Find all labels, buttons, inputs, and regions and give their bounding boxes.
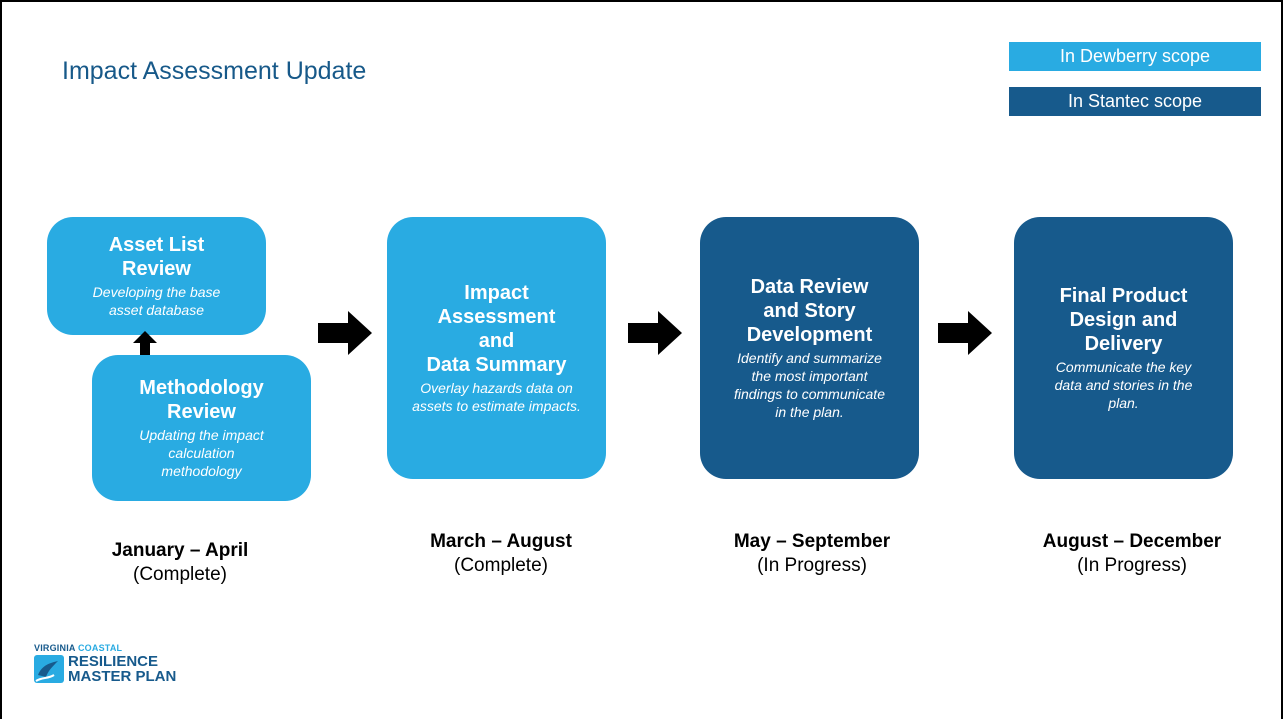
final-product-box: Final Product Design and Delivery Commun… — [1014, 217, 1233, 479]
impact-assessment-box: Impact Assessment and Data Summary Overl… — [387, 217, 606, 479]
box-heading: Final Product Design and Delivery — [1059, 285, 1188, 355]
resilience-logo: VIRGINIA COASTAL RESILIENCE MASTER PLAN — [34, 643, 177, 685]
legend-dewberry: In Dewberry scope — [1009, 42, 1261, 71]
legend-stantec: In Stantec scope — [1009, 87, 1261, 116]
box-heading: Impact Assessment and Data Summary — [426, 282, 567, 376]
wave-logo-icon — [34, 655, 64, 683]
box-heading: Asset List Review — [108, 234, 205, 280]
stage-1-date: January – April (Complete) — [111, 540, 249, 585]
stage-4-date: August – December (In Progress) — [1042, 531, 1222, 576]
box-heading: Methodology Review — [139, 377, 264, 423]
box-description: Updating the impact calculation methodol… — [139, 427, 264, 479]
data-review-box: Data Review and Story Development Identi… — [700, 217, 919, 479]
box-description: Developing the base asset database — [92, 284, 221, 318]
right-arrow-icon — [628, 311, 682, 355]
page-title: Impact Assessment Update — [62, 57, 367, 85]
asset-list-review-box: Asset List Review Developing the base as… — [47, 217, 266, 335]
right-arrow-icon — [938, 311, 992, 355]
box-description: Communicate the key data and stories in … — [1054, 359, 1193, 411]
box-description: Overlay hazards data on assets to estima… — [412, 380, 581, 414]
box-heading: Data Review and Story Development — [746, 276, 873, 346]
stage-3-date: May – September (In Progress) — [733, 531, 891, 576]
box-description: Identify and summarize the most importan… — [734, 350, 885, 420]
methodology-review-box: Methodology Review Updating the impact c… — [92, 355, 311, 501]
right-arrow-icon — [318, 311, 372, 355]
stage-2-date: March – August (Complete) — [430, 531, 572, 576]
